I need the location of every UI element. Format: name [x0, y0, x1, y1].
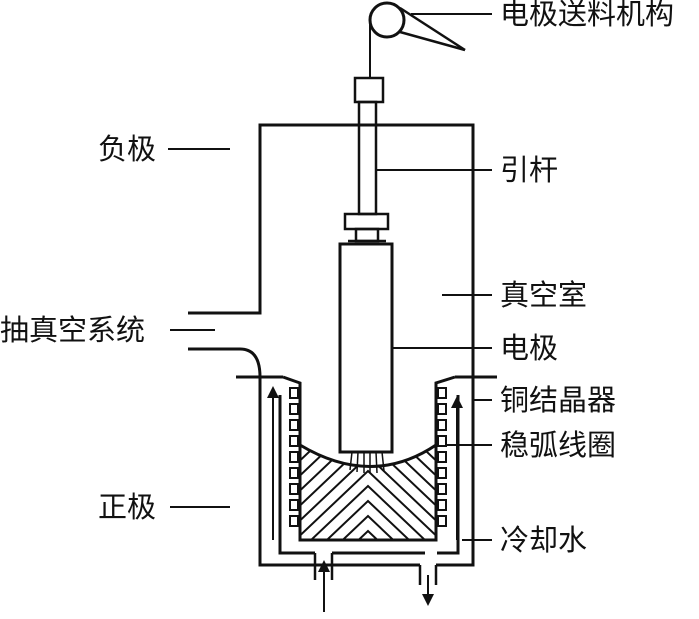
- rod-clamp-neck: [354, 227, 380, 243]
- vacuum-port-lower: [188, 347, 262, 378]
- leader-lines: [168, 13, 492, 541]
- coil-left: [289, 387, 299, 527]
- copper-crystallizer: [282, 375, 456, 542]
- label-electrode: 电极: [500, 331, 558, 365]
- label-arc-coil: 稳弧线圈: [500, 428, 616, 462]
- rod-clamp: [343, 212, 390, 231]
- label-rod: 引杆: [500, 153, 558, 187]
- flow-arrows: [267, 386, 463, 612]
- vacuum-chamber-wall: [188, 123, 475, 377]
- coil-right: [437, 387, 447, 527]
- ingot-hatching: [300, 445, 436, 540]
- electrode-rod: [357, 100, 378, 216]
- pulley-belt: [399, 6, 466, 52]
- pulley-wheel: [368, 1, 406, 39]
- label-copper-crystallizer: 铜结晶器: [500, 383, 616, 417]
- label-vacuum-system: 抽真空系统: [0, 313, 145, 347]
- pulley-belt-lower: [399, 30, 466, 52]
- label-feed-mechanism: 电极送料机构: [500, 0, 674, 31]
- label-negative-pole: 负极: [98, 132, 156, 166]
- label-cooling-water: 冷却水: [500, 523, 587, 557]
- label-positive-pole: 正极: [98, 490, 156, 524]
- cooling-channel-right-wall: [437, 395, 460, 555]
- electrode-body: [338, 242, 394, 454]
- arc-sparks: [349, 451, 385, 474]
- cooling-channel: [278, 395, 315, 555]
- top-block: [353, 76, 385, 104]
- label-vacuum-chamber: 真空室: [500, 278, 587, 312]
